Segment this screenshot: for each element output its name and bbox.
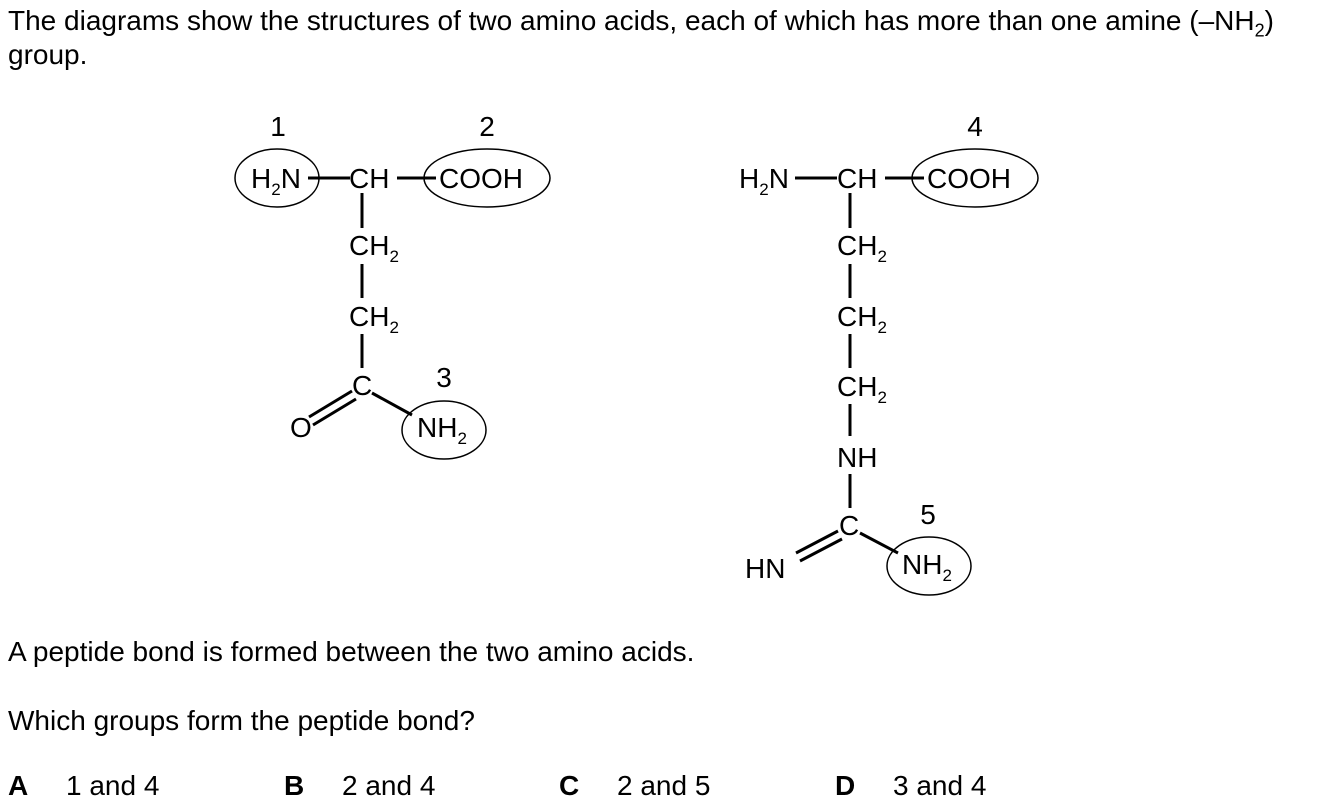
alpha-carbon-ch: CH xyxy=(837,163,877,194)
option-letter: B xyxy=(284,770,305,801)
option-text: 1 and 4 xyxy=(66,770,160,801)
question-statement: A peptide bond is formed between the two… xyxy=(8,636,695,667)
option-a[interactable]: A 1 and 4 xyxy=(8,768,159,804)
ch2-2: CH2 xyxy=(837,301,887,337)
carboxyl-cooh: COOH xyxy=(439,163,523,194)
oxygen: O xyxy=(290,412,312,443)
imino-nh: NH xyxy=(837,442,877,473)
amide-nh2: NH2 xyxy=(417,412,467,448)
double-bond-c-o-b xyxy=(312,397,357,427)
option-text: 3 and 4 xyxy=(893,770,987,801)
group-label-2: 2 xyxy=(479,111,495,142)
circled-amine-group-3 xyxy=(401,400,487,460)
answer-options: A 1 and 4 B 2 and 4 C 2 and 5 D 3 and 4 xyxy=(0,768,1335,808)
option-letter: D xyxy=(835,770,856,801)
amine-nh2: NH2 xyxy=(902,549,952,585)
option-b[interactable]: B 2 and 4 xyxy=(284,768,435,804)
group-label-5: 5 xyxy=(920,499,936,530)
imine-hn: HN xyxy=(745,553,785,584)
question-intro: The diagrams show the structures of two … xyxy=(8,5,1274,70)
amine-h2n: H2N xyxy=(739,163,789,199)
amine-h2n: H2N xyxy=(251,163,301,199)
ch2-1: CH2 xyxy=(837,230,887,266)
double-bond-c-hn-b xyxy=(799,537,843,563)
amino-acid-2: 4 5 H2N CH COOH CH2 CH2 CH2 NH C HN NH2 xyxy=(739,111,1039,596)
question-prompt: Which groups form the peptide bond? xyxy=(8,705,475,736)
option-text: 2 and 5 xyxy=(617,770,711,801)
double-bond-c-o-a xyxy=(308,389,353,419)
option-c[interactable]: C 2 and 5 xyxy=(559,768,710,804)
group-label-1: 1 xyxy=(270,111,286,142)
amino-acid-1: 1 2 3 H2N CH COOH CH2 CH2 C O NH2 xyxy=(234,111,551,460)
option-letter: A xyxy=(8,770,29,801)
carbonyl-carbon: C xyxy=(352,370,372,401)
circled-amine-group-5 xyxy=(886,536,972,596)
option-text: 2 and 4 xyxy=(342,770,436,801)
group-label-4: 4 xyxy=(967,111,983,142)
double-bond-c-hn-a xyxy=(795,529,839,555)
ch2-1: CH2 xyxy=(349,230,399,266)
alpha-carbon-ch: CH xyxy=(349,163,389,194)
option-letter: C xyxy=(559,770,580,801)
group-label-3: 3 xyxy=(436,362,452,393)
guanidino-carbon: C xyxy=(839,510,859,541)
option-d[interactable]: D 3 and 4 xyxy=(835,768,986,804)
carboxyl-cooh: COOH xyxy=(927,163,1011,194)
ch2-2: CH2 xyxy=(349,301,399,337)
bond-c-nh2 xyxy=(859,531,899,555)
bond-c-nh2 xyxy=(371,391,413,417)
ch2-3: CH2 xyxy=(837,371,887,407)
